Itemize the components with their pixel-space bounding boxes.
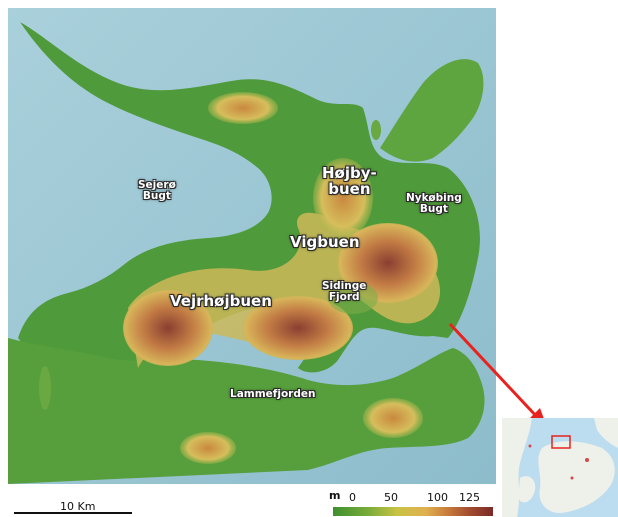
legend-tick-50: 50: [384, 491, 398, 504]
label-vejrhojbuen: Vejrhøjbuen: [170, 292, 272, 310]
land-south: [8, 338, 485, 484]
vigbuen-ridge: [338, 223, 438, 303]
inset-city-dot: [570, 476, 574, 480]
inset-locator-map: [502, 418, 618, 517]
locator-arrow-line: [448, 322, 540, 420]
island-north-east: [371, 120, 381, 140]
inset-highlight: [551, 435, 571, 449]
southwest-hills: [180, 432, 236, 464]
legend-tick-125: 125: [459, 491, 480, 504]
label-lammefjorden: Lammefjorden: [230, 388, 316, 400]
relief-map-svg: [8, 8, 496, 484]
inset-land-jutland: [502, 418, 532, 517]
inset-city-dot: [585, 458, 589, 462]
island-west: [39, 366, 51, 410]
legend-color-ramp: [333, 507, 493, 516]
legend-unit: m: [329, 489, 341, 502]
hojbybuen-hills: [313, 158, 373, 238]
legend-tick-0: 0: [349, 491, 356, 504]
locator-map-icon: [502, 418, 618, 517]
vejrhojbuen-ridge-east: [243, 296, 353, 360]
legend-tick-100: 100: [427, 491, 448, 504]
label-hojbybuen: Højby- buen: [322, 164, 377, 198]
label-sidinge-fjord: Sidinge Fjord: [322, 280, 367, 304]
north-hills: [208, 92, 278, 124]
inset-land-funen: [518, 476, 536, 503]
inset-city-dot: [528, 444, 532, 448]
sidinge-fjord: [328, 282, 378, 314]
scale-bar: [14, 512, 132, 514]
label-nykobing-bugt: Nykøbing Bugt: [406, 192, 462, 216]
inset-land-sweden: [594, 418, 618, 448]
label-sejero-bugt: Sejerø Bugt: [138, 179, 176, 203]
label-vigbuen: Vigbuen: [290, 233, 360, 251]
inset-land-zealand: [538, 441, 615, 514]
relief-map: [8, 8, 496, 484]
south-hills: [363, 398, 423, 438]
land-northeast: [380, 59, 484, 162]
scale-label: 10 Km: [60, 500, 96, 513]
vejrhojbuen-ridge-west: [123, 290, 213, 366]
